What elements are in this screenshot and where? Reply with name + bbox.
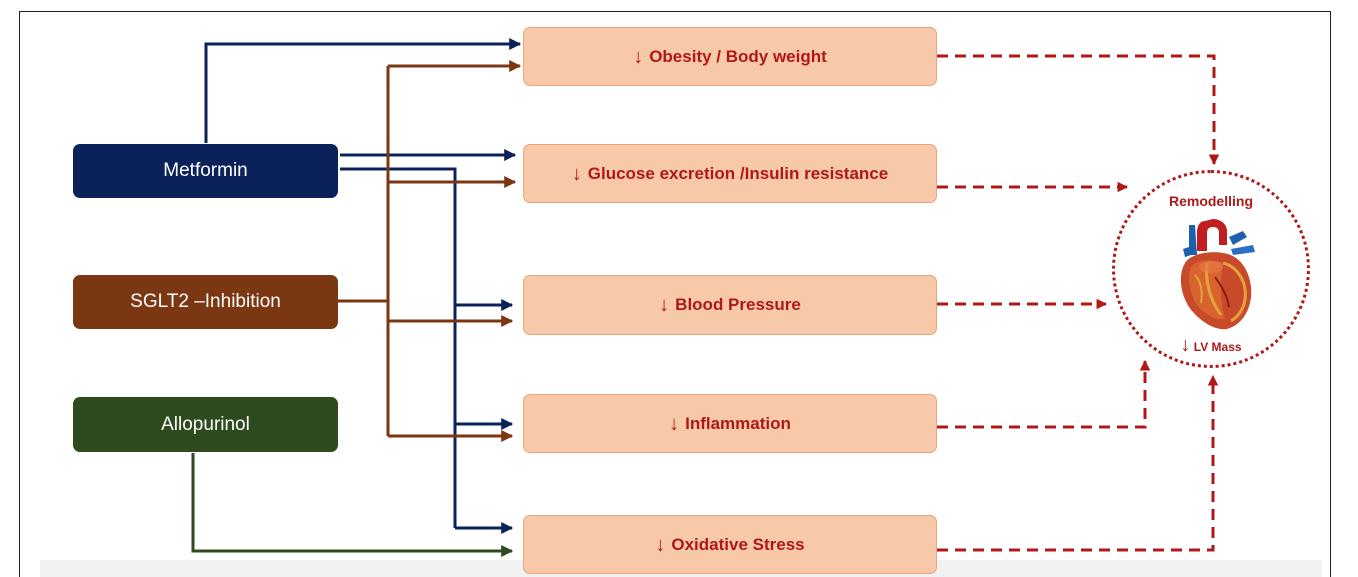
drug-label-allopurinol: Allopurinol [161, 413, 250, 435]
effect-box-glucose: ↓ Glucose excretion /Insulin resistance [523, 144, 937, 203]
effect-label-blood-pressure: Blood Pressure [675, 295, 801, 314]
remodelling-title: Remodelling [1168, 193, 1253, 209]
drug-label-metformin: Metformin [163, 160, 248, 181]
down-arrow-icon: ↓ [1180, 334, 1191, 356]
drug-box-metformin: Metformin [73, 144, 338, 198]
diagram-frame [19, 11, 1331, 577]
down-arrow-icon: ↓ [669, 412, 680, 435]
down-arrow-icon: ↓ [655, 533, 666, 556]
drug-box-allopurinol: Allopurinol [73, 397, 338, 452]
obesity-to-remodelling-arrow [937, 54, 1220, 166]
metformin-trunk-line [340, 167, 457, 528]
heart-icon [1180, 219, 1255, 330]
effect-box-oxidative-stress: ↓ Oxidative Stress [523, 515, 937, 574]
effect-label-obesity: Obesity / Body weight [649, 46, 827, 66]
metformin-to-obesity-arrow [204, 38, 522, 143]
down-arrow-icon: ↓ [659, 294, 670, 316]
effect-label-inflammation: Inflammation [685, 413, 791, 433]
lv-mass-text: LV Mass [1193, 340, 1242, 354]
down-arrow-icon: ↓ [633, 45, 644, 68]
effect-label-oxidative-stress: Oxidative Stress [671, 534, 805, 554]
effect-label-glucose: Glucose excretion /Insulin resistance [587, 163, 889, 183]
oxidative-to-remodelling-arrow [937, 374, 1219, 552]
down-arrow-icon: ↓ [571, 162, 582, 185]
drug-box-sglt2: SGLT2 –Inhibition [73, 275, 338, 329]
inflammation-to-remodelling-arrow [937, 359, 1151, 429]
allopurinol-to-oxidative-arrow [191, 453, 514, 557]
lv-mass-label: ↓ LV Mass [1115, 335, 1307, 355]
effect-box-blood-pressure: ↓ Blood Pressure [523, 275, 937, 335]
effect-box-inflammation: ↓ Inflammation [523, 394, 937, 453]
effect-box-obesity: ↓ Obesity / Body weight [523, 27, 937, 86]
remodelling-circle: Remodelling ↓ LV Mass [1112, 170, 1310, 368]
drug-label-sglt2: SGLT2 –Inhibition [130, 291, 281, 312]
